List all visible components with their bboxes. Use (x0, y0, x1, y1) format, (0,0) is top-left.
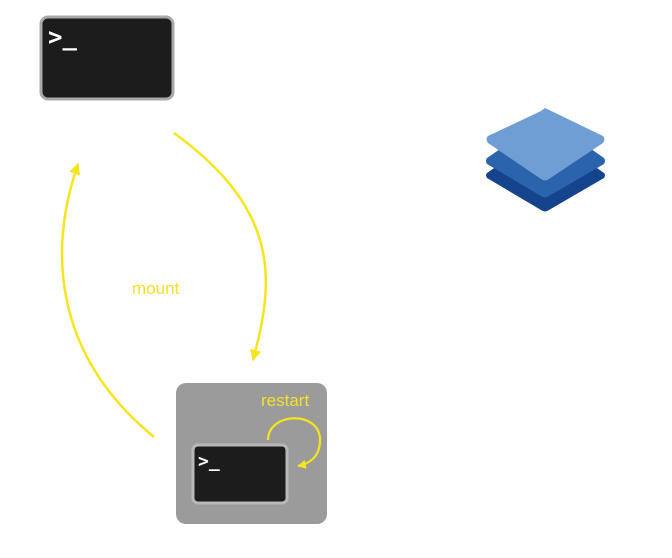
restart-loop-arrow (266, 417, 322, 469)
container-terminal-prompt: >_ (198, 451, 220, 472)
mount-label: mount (132, 279, 180, 298)
top-terminal-prompt: >_ (48, 23, 77, 51)
layer-top (486, 108, 605, 181)
mount-arrow-down (173, 131, 268, 362)
stacked-layers-icon (486, 108, 605, 212)
container-box: restart >_ (176, 383, 327, 524)
restart-label: restart (261, 391, 309, 410)
top-terminal-icon: >_ (39, 15, 175, 101)
return-arrow-up (60, 162, 155, 438)
container-terminal-icon: >_ (191, 443, 289, 505)
